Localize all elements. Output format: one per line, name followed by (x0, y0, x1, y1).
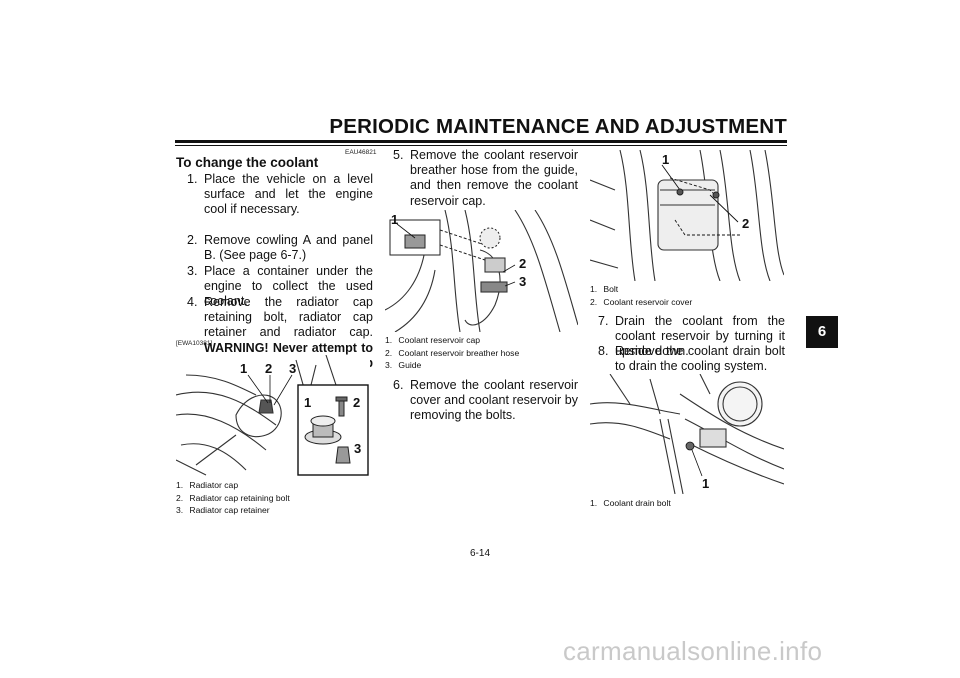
figure-3-captions: 1. Bolt 2. Coolant reservoir cover (590, 283, 692, 308)
step-6: 6. Remove the coolant reservoir cover an… (393, 378, 578, 424)
fig3-callout-2: 2 (742, 216, 749, 231)
figure-1-captions: 1. Radiator cap 2. Radiator cap retainin… (176, 479, 290, 517)
figure-4-captions: 1. Coolant drain bolt (590, 497, 671, 510)
step-text: Place the vehicle on a level surface and… (204, 172, 373, 217)
figure-drain-bolt: 1 (590, 374, 784, 494)
step-text: Remove the coolant drain bolt to drain t… (615, 344, 785, 374)
step-8: 8. Remove the coolant drain bolt to drai… (598, 344, 785, 374)
fig1-inset-callout-1: 1 (304, 395, 311, 410)
page-number: 6-14 (469, 548, 490, 559)
section-title: To change the coolant (176, 155, 319, 170)
watermark: carmanualsonline.info (563, 636, 823, 666)
fig1-inset-callout-2: 2 (353, 395, 360, 410)
caption: 2. Coolant reservoir breather hose (385, 347, 520, 358)
caption: 1. Coolant drain bolt (590, 498, 671, 508)
step-number: 8. (598, 344, 609, 358)
caption: 3. Radiator cap retainer (176, 505, 270, 515)
step-text: Place a container under the engine to co… (204, 264, 373, 309)
step-number: 4. (187, 295, 198, 309)
fig1-inset-callout-3: 3 (354, 441, 361, 456)
step-number: 7. (598, 314, 609, 328)
caption: 1. Radiator cap (176, 480, 239, 490)
section-code: EAU46821 (345, 149, 377, 156)
header-rule-thin (175, 145, 787, 146)
fig1-callout-3: 3 (289, 361, 296, 376)
step-7: 7. Drain the coolant from the coolant re… (598, 314, 785, 360)
step-number: 5. (393, 148, 404, 162)
step-text: Remove the coolant reservoir cover and c… (410, 378, 578, 423)
fig1-callout-1: 1 (240, 361, 247, 376)
caption: 3. Guide (385, 360, 422, 370)
step-number: 3. (187, 264, 198, 278)
fig2-callout-2: 2 (519, 256, 526, 271)
step-1: 1. Place the vehicle on a level surface … (187, 172, 373, 218)
caption: 2. Radiator cap retaining bolt (176, 492, 290, 503)
fig2-callout-3: 3 (519, 274, 526, 289)
caption: 2. Coolant reservoir cover (590, 296, 693, 307)
caption: 1. Coolant reservoir cap (385, 335, 481, 345)
step-text: Remove the coolant reservoir breather ho… (410, 148, 578, 208)
fig4-callout-1: 1 (702, 476, 709, 491)
step-text: Remove cowling A and panel B. (See page … (204, 233, 373, 263)
header-rule-thick (175, 140, 787, 143)
figure-radiator-cap: 1 2 3 1 2 3 (176, 355, 370, 477)
chapter-tab[interactable]: 6 (806, 316, 838, 348)
step-number: 2. (187, 233, 198, 247)
fig1-callout-2: 2 (265, 361, 272, 376)
step-number: 6. (393, 378, 404, 392)
step-2: 2. Remove cowling A and panel B. (See pa… (187, 233, 373, 263)
page-title: PERIODIC MAINTENANCE AND ADJUSTMENT (329, 115, 787, 138)
fig3-callout-1: 1 (662, 152, 669, 167)
figure-reservoir-cover: 1 2 (590, 150, 784, 281)
step-3: 3. Place a container under the engine to… (187, 264, 373, 310)
figure-reservoir-cap: 1 2 3 (385, 210, 578, 332)
step-text-body: Remove the radiator cap retaining bolt, … (204, 295, 373, 340)
step-text: Drain the coolant from the coolant reser… (615, 314, 785, 359)
step-number: 1. (187, 172, 198, 186)
step-5: 5. Remove the coolant reservoir breather… (393, 148, 578, 209)
caption: 1. Bolt (590, 284, 619, 294)
fig2-callout-1: 1 (391, 212, 398, 227)
warning-code: [EWA10381] (176, 340, 213, 347)
figure-2-captions: 1. Coolant reservoir cap 2. Coolant rese… (385, 334, 519, 372)
